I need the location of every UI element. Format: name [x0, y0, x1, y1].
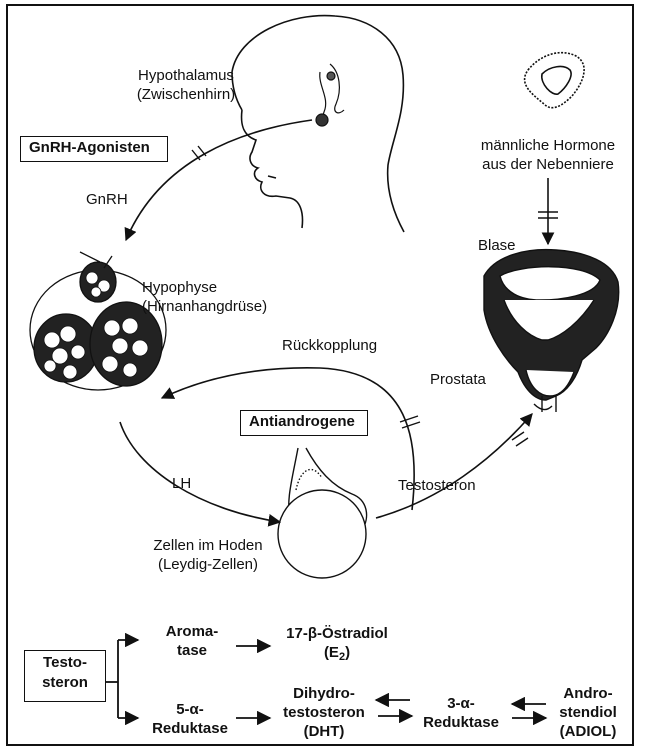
zellen-line2: (Leydig-Zellen) — [138, 555, 278, 574]
aromatase-label: Aroma- tase — [146, 622, 238, 660]
reduktase3-line1: 3-α- — [414, 694, 508, 713]
hypophyse-line1: Hypophyse — [142, 278, 267, 297]
estradiol-line1: 17-β-Östradiol — [270, 624, 404, 643]
antiandrogene-box: Antiandrogene — [240, 410, 368, 436]
reduktase5-line2: Reduktase — [142, 719, 238, 738]
aromatase-line2: tase — [146, 641, 238, 660]
estradiol-prefix: (E — [324, 644, 339, 661]
source-line1: Testo- — [33, 653, 97, 673]
gnrh-agonisten-box: GnRH-Agonisten — [20, 136, 168, 162]
hypophyse-line2: (Hirnanhangdrüse) — [142, 297, 267, 316]
adiol-line2: stendiol — [548, 703, 628, 722]
gnrh-label: GnRH — [86, 190, 128, 209]
gnrh-agonisten-label: GnRH-Agonisten — [29, 139, 150, 156]
rueckkopplung-label: Rückkopplung — [282, 336, 377, 355]
estradiol-line2: (E2) — [270, 643, 404, 667]
dht-label: Dihydro- testosteron (DHT) — [272, 684, 376, 741]
testosteron-label: Testosteron — [398, 476, 476, 495]
estradiol-label: 17-β-Östradiol (E2) — [270, 624, 404, 667]
blase-label: Blase — [478, 236, 516, 255]
source-line2: steron — [33, 673, 97, 693]
reduktase5-label: 5-α- Reduktase — [142, 700, 238, 738]
dht-line3: (DHT) — [272, 722, 376, 741]
reduktase5-line1: 5-α- — [142, 700, 238, 719]
reduktase3-line2: Reduktase — [414, 713, 508, 732]
estradiol-suffix: ) — [345, 644, 350, 661]
hypothalamus-line2: (Zwischenhirn) — [122, 85, 250, 104]
hypothalamus-line1: Hypothalamus — [122, 66, 250, 85]
antiandrogene-label: Antiandrogene — [249, 413, 355, 430]
nebenniere-line2: aus der Nebenniere — [470, 155, 626, 174]
zellen-label: Zellen im Hoden (Leydig-Zellen) — [138, 536, 278, 574]
adiol-line1: Andro- — [548, 684, 628, 703]
aromatase-line1: Aroma- — [146, 622, 238, 641]
prostate-illustration — [484, 250, 619, 412]
prostata-label: Prostata — [430, 370, 486, 389]
adrenal-illustration — [525, 53, 585, 108]
lh-label: LH — [172, 474, 191, 493]
zellen-line1: Zellen im Hoden — [138, 536, 278, 555]
reduktase3-label: 3-α- Reduktase — [414, 694, 508, 732]
nebenniere-line1: männliche Hormone — [470, 136, 626, 155]
adiol-line3: (ADIOL) — [548, 722, 628, 741]
testis-illustration — [278, 448, 367, 578]
pituitary-illustration — [30, 252, 166, 390]
hypothalamus-illustration — [316, 64, 344, 126]
hypophyse-label: Hypophyse (Hirnanhangdrüse) — [142, 278, 267, 316]
testosteron-source-box: Testo- steron — [24, 650, 106, 702]
hypothalamus-label: Hypothalamus (Zwischenhirn) — [122, 66, 250, 104]
nebenniere-label: männliche Hormone aus der Nebenniere — [470, 136, 626, 174]
dht-line1: Dihydro- — [272, 684, 376, 703]
adiol-label: Andro- stendiol (ADIOL) — [548, 684, 628, 741]
dht-line2: testosteron — [272, 703, 376, 722]
